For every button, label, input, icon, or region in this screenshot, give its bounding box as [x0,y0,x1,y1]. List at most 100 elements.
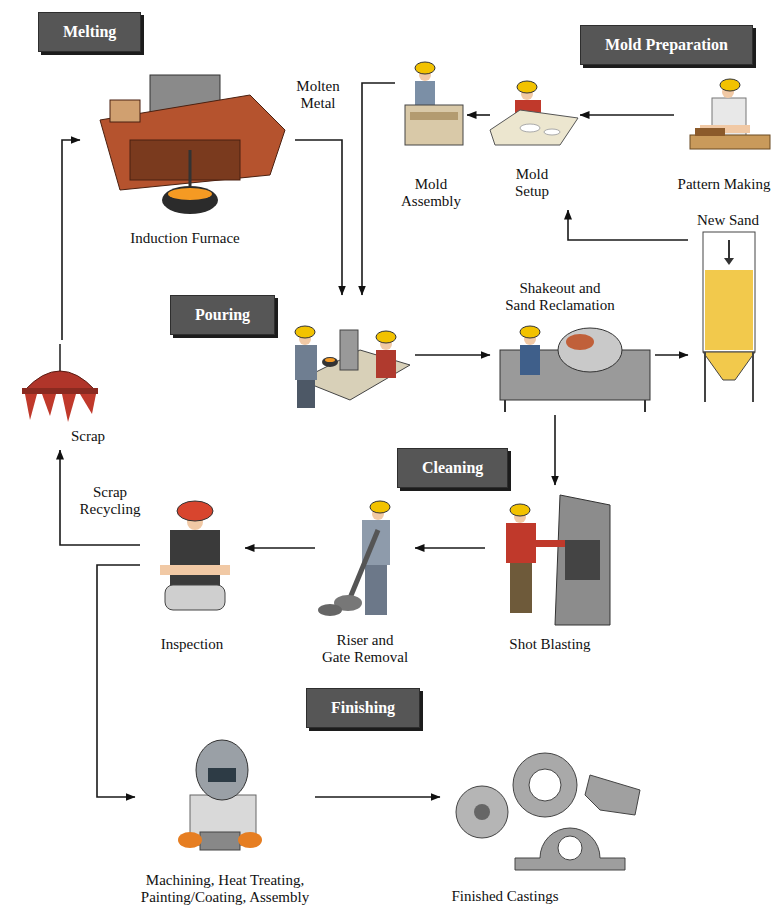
ladle [322,357,338,367]
bracket-casting [585,775,640,815]
section-header: Finishing [306,688,420,728]
worker-apron [170,530,220,585]
station-caption: Shakeout and Sand Reclamation [504,280,616,314]
sand-box [490,110,578,145]
worker-body [376,350,396,378]
section-title: Cleaning [422,449,483,487]
station-caption: Shot Blasting [495,636,605,653]
wood-pattern [695,128,725,136]
silo-leg [704,352,706,402]
station-caption: Scrap [58,428,118,445]
flow-arrow [245,547,315,549]
flask-rim [410,112,458,120]
glove [178,832,202,848]
station-caption: Pattern Making [674,176,774,193]
magnet-plate [22,388,98,394]
section-header: Mold Preparation [580,25,753,65]
frame-leg [644,400,646,412]
furnace-base [130,140,240,180]
work-table [690,135,770,149]
station-caption: New Sand [688,212,768,229]
casting-debris [566,334,594,350]
blast-cabinet [555,495,610,625]
glove [238,832,262,848]
section-header: Cleaning [397,448,508,488]
process-station: Machining, Heat Treating, Painting/Coati… [135,730,315,910]
flow-arrow [580,114,674,116]
hard-hat [295,326,315,338]
casting [318,604,342,616]
molten-metal [325,358,335,362]
hard-hat [510,504,530,516]
flow-arrow [568,210,688,240]
section-title: Melting [63,13,116,51]
silo-sand [705,270,753,350]
molten-metal [168,188,212,200]
flow-arrow [62,140,80,340]
ring-casting [513,753,577,817]
sand-heap [544,129,560,135]
pillow-block [515,828,625,870]
process-station: Pattern Making [674,65,774,197]
hard-hat [177,501,213,521]
flow-arrow [362,83,395,295]
worker-body [295,345,317,380]
section-title: Finishing [331,689,395,727]
furnace-body [100,95,285,190]
scrap-piece [62,394,76,422]
silo-arrowhead [724,258,734,265]
flow-arrow [315,796,440,798]
flow-arrow [415,547,485,549]
worker-body [520,345,540,375]
hard-hat [376,331,396,343]
process-station: Inspection [140,490,245,660]
edge-label: Scrap Recycling [74,484,146,518]
worker-legs [510,563,532,613]
welding-helmet [196,740,248,800]
station-caption: Finished Castings [440,888,570,905]
ladle-hanger [189,150,192,186]
process-station: Shakeout and Sand Reclamation [490,278,655,415]
mold-flask [405,105,463,145]
hard-hat [720,79,740,91]
flow-arrow [467,114,490,116]
flow-arrow [655,354,688,356]
flow-arrow [415,354,490,356]
process-station: Scrap [8,340,118,450]
furnace-panel [110,100,140,122]
worker-legs [297,380,315,408]
silo-leg [752,352,754,402]
scrap-piece [42,394,56,416]
flow-arrow [97,565,140,797]
section-header: Melting [38,12,141,52]
process-station: Mold Assembly [395,55,467,215]
worker-legs [365,565,387,615]
grinder [350,530,378,598]
process-station: Induction Furnace [80,65,295,250]
station-caption: Mold Assembly [395,176,467,210]
ring-bore [529,769,561,801]
magnet-chain [59,344,61,372]
process-station: Pouring [170,295,415,415]
cabinet-opening [565,540,600,580]
process-station: New Sand [688,208,768,405]
flow-arrow [295,140,342,295]
reclaim-drum [558,328,622,372]
scrap-piece [80,394,96,414]
pillow-bore [558,836,582,860]
worker-arms [160,565,230,575]
station-caption: Mold Setup [502,166,562,200]
hard-hat [517,81,537,93]
section-title: Pouring [170,295,275,335]
station-caption: Machining, Heat Treating, Painting/Coati… [139,872,311,906]
process-station: Shot Blasting [485,485,615,660]
casting-part [165,585,225,610]
scrap-piece [25,394,37,420]
worker-arm [530,540,565,547]
sand-silo [703,232,755,352]
hard-hat [370,501,390,513]
wheel-hub [474,804,490,820]
process-station: Riser and Gate Removal [315,490,415,672]
